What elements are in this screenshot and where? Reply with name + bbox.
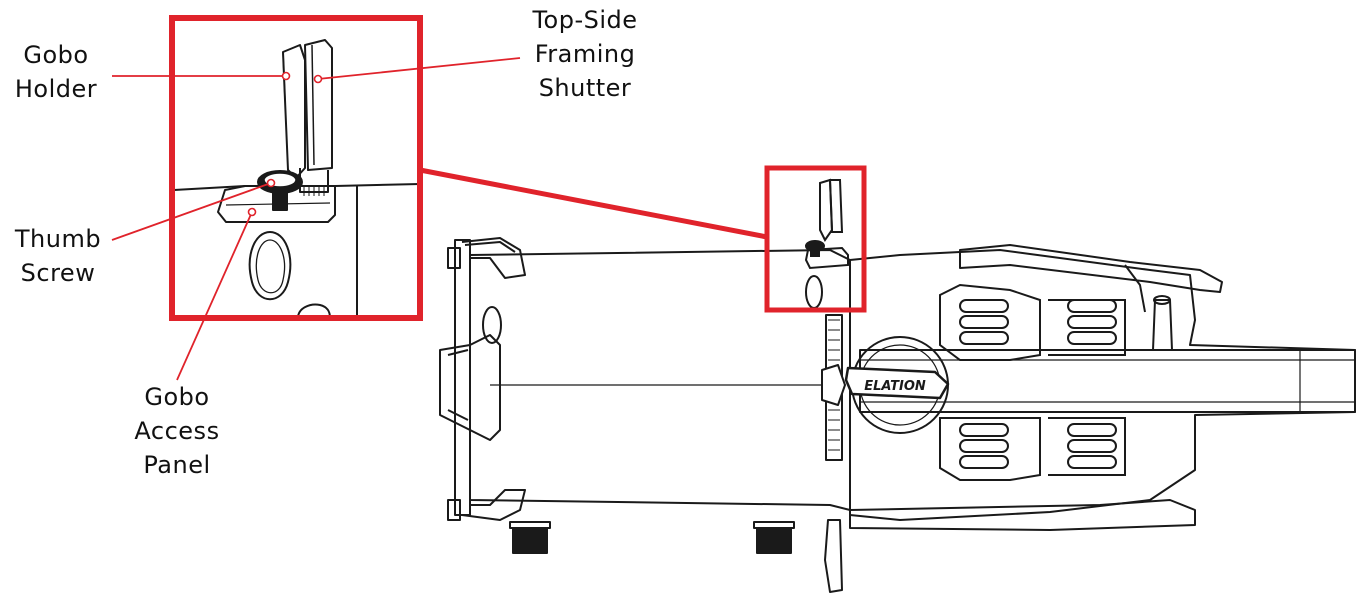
label-gobo-holder: Gobo Holder <box>8 38 104 106</box>
label-line: Holder <box>14 75 98 103</box>
leader-lines <box>111 57 521 381</box>
label-thumb-screw: Thumb Screw <box>6 222 110 290</box>
label-line: Thumb <box>14 225 102 253</box>
label-line: Access <box>134 417 220 445</box>
fixture-body <box>439 237 1356 593</box>
vent-slots-top <box>939 283 1126 361</box>
label-line: Panel <box>143 451 211 479</box>
leader-dots <box>247 71 323 217</box>
label-line: Framing <box>534 40 636 68</box>
fixture-top-detail <box>804 178 849 309</box>
label-gobo-access-panel: Gobo Access Panel <box>122 380 232 482</box>
detail-frame <box>764 165 867 313</box>
inset-zoom-view <box>173 39 421 319</box>
brand-logo: ELATION <box>864 379 926 394</box>
label-top-side-framing-shutter: Top-Side Framing Shutter <box>515 3 655 105</box>
label-line: Top-Side <box>532 6 638 34</box>
label-line: Gobo <box>144 383 210 411</box>
label-line: Screw <box>20 259 96 287</box>
inset-frame <box>169 15 423 321</box>
label-line: Shutter <box>538 74 632 102</box>
zoom-connector-line <box>419 167 768 240</box>
vent-slots-bottom <box>939 417 1126 481</box>
callout-frames <box>169 15 867 321</box>
label-line: Gobo <box>23 41 89 69</box>
